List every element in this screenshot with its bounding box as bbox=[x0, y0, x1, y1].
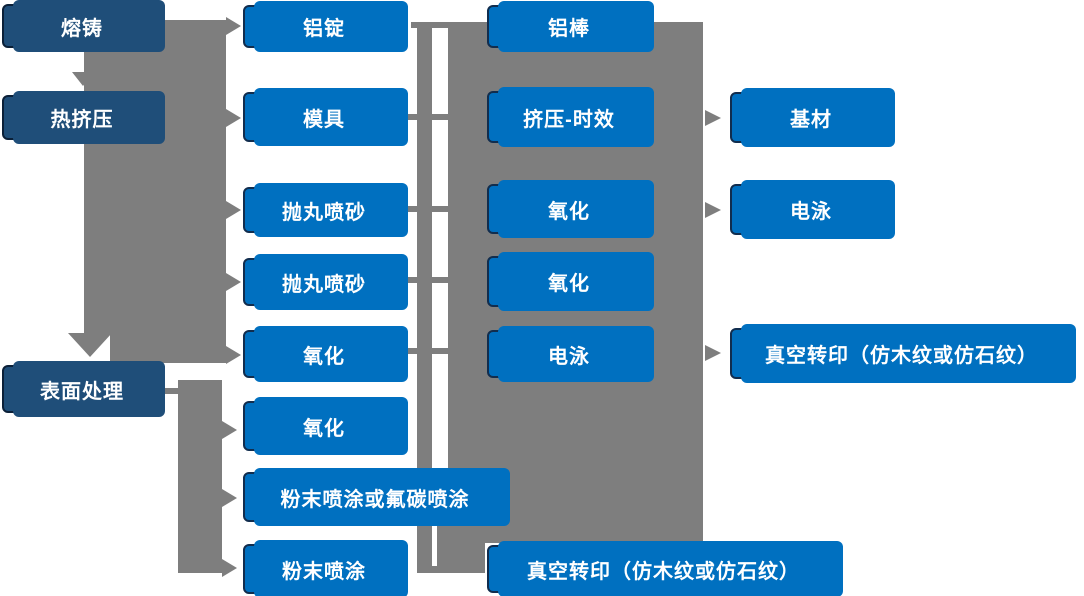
node-shot-blasting-2: 抛丸喷砂 bbox=[243, 254, 408, 310]
node-substrate: 基材 bbox=[730, 88, 895, 147]
arrowhead-to-vacuum-transfer-right bbox=[705, 345, 721, 361]
node-vacuum-transfer-bottom: 真空转印（仿木纹或仿石纹） bbox=[487, 541, 843, 596]
node-oxidation-3: 氧化 bbox=[487, 180, 654, 238]
node-oxidation-4: 氧化 bbox=[487, 252, 654, 311]
connector-left-trunk bbox=[84, 20, 226, 333]
node-powder-or-fluorocarbon-coating: 粉末喷涂或氟碳喷涂 bbox=[243, 468, 510, 526]
node-mold: 模具 bbox=[243, 88, 408, 146]
arrowhead-to-oxidation-2 bbox=[222, 421, 237, 439]
connector-surface-stub bbox=[163, 388, 183, 394]
node-extrusion-aging: 挤压-时效 bbox=[487, 87, 654, 147]
connector-bottom-bridge bbox=[428, 566, 440, 573]
connector-stub-mold-extrusion bbox=[407, 114, 452, 120]
arrowhead-to-shotblast-2 bbox=[226, 273, 241, 291]
arrowhead-to-surface-treatment bbox=[68, 333, 112, 357]
node-powder-coating: 粉末喷涂 bbox=[243, 540, 408, 596]
connector-left-trunk-lobe bbox=[110, 333, 226, 363]
arrowhead-to-powder-fluorocarbon bbox=[222, 489, 237, 507]
connector-stub-shotblast2-oxidation bbox=[407, 277, 452, 283]
arrowhead-to-hot-extrusion bbox=[72, 72, 94, 86]
arrowhead-to-oxidation-1 bbox=[226, 346, 241, 364]
arrowhead-to-mold bbox=[226, 109, 241, 127]
arrowhead-to-ingot bbox=[226, 17, 241, 35]
node-oxidation-2: 氧化 bbox=[243, 397, 408, 455]
arrowhead-to-substrate bbox=[705, 110, 721, 126]
node-electrophoresis-2: 电泳 bbox=[730, 180, 895, 239]
node-hot-extrusion: 热挤压 bbox=[2, 91, 165, 144]
node-aluminum-ingot: 铝锭 bbox=[243, 1, 408, 52]
node-surface-treatment: 表面处理 bbox=[2, 361, 165, 417]
connector-stub-oxidation-electrophoresis bbox=[407, 348, 452, 354]
node-shot-blasting-1: 抛丸喷砂 bbox=[243, 183, 408, 237]
connector-mid-band bbox=[417, 22, 432, 573]
node-aluminum-rod: 铝棒 bbox=[487, 1, 654, 52]
connector-stub-shotblast1-oxidation bbox=[407, 206, 452, 212]
connector-stub-ingot-rod bbox=[411, 22, 451, 28]
arrowhead-to-electrophoresis-right bbox=[705, 202, 721, 218]
arrowhead-to-shotblast-1 bbox=[226, 201, 241, 219]
node-melting-casting: 熔铸 bbox=[2, 0, 165, 52]
node-vacuum-transfer-right: 真空转印（仿木纹或仿石纹） bbox=[730, 324, 1076, 383]
arrowhead-to-powder bbox=[222, 559, 237, 577]
node-oxidation-1: 氧化 bbox=[243, 326, 408, 382]
connector-surface-band bbox=[178, 380, 222, 573]
node-electrophoresis-1: 电泳 bbox=[487, 326, 654, 382]
